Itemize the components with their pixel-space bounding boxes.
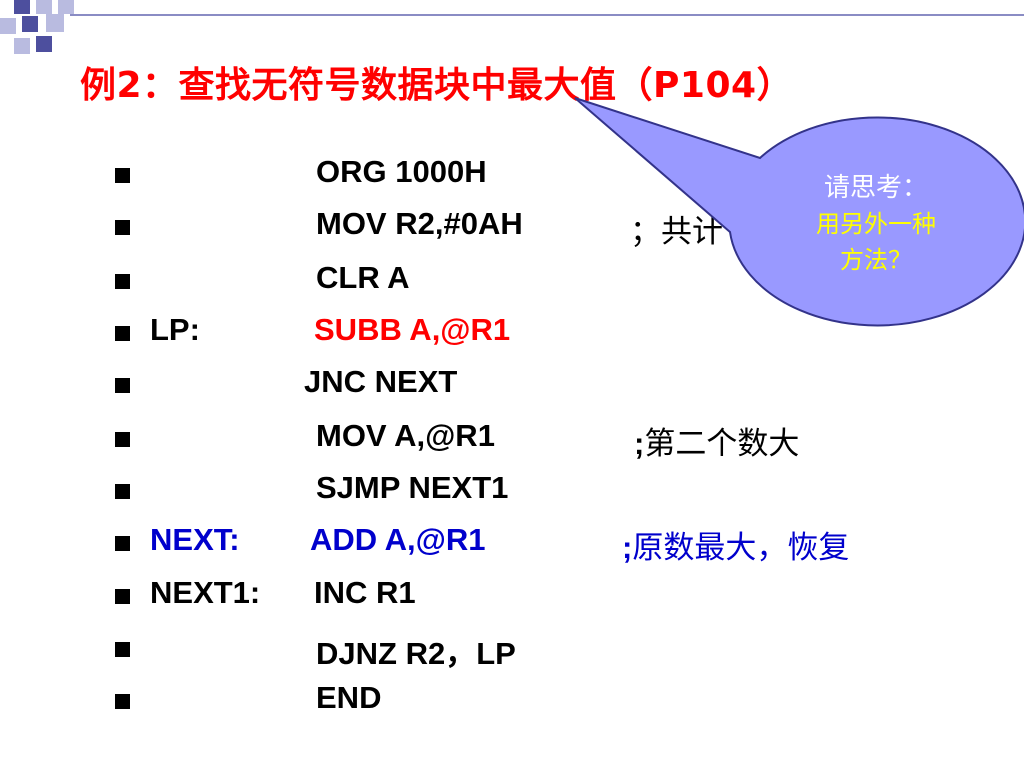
corner-square [14, 0, 30, 14]
code-text: DJNZ R2，LP [316, 636, 516, 671]
code-text: SJMP NEXT1 [316, 470, 509, 505]
code-line: JNC NEXT [0, 364, 1024, 414]
code-label: LP: [150, 312, 200, 347]
bullet-icon [115, 694, 130, 709]
code-text: SUBB A,@R1 [314, 312, 511, 347]
code-label: NEXT1: [150, 575, 261, 610]
code-line: NEXT1: INC R1 [0, 575, 1024, 625]
corner-square [46, 14, 64, 32]
bullet-icon [115, 432, 130, 447]
code-line: ORG 1000H [0, 154, 1024, 204]
corner-square [36, 36, 52, 52]
bullet-icon [115, 168, 130, 183]
corner-square [22, 16, 38, 32]
comment-text: 第二个数大 [644, 426, 800, 462]
bullet-icon [115, 642, 130, 657]
comment-semicolon: ; [634, 426, 645, 461]
callout-shape [574, 97, 1024, 327]
bullet-icon [115, 378, 130, 393]
bullet-icon [115, 589, 130, 604]
comment-semicolon: ; [622, 530, 633, 565]
code-comment: ;原数最大，恢复 [622, 522, 849, 567]
code-line: NEXT: ADD A,@R1 ;原数最大，恢复 [0, 522, 1024, 572]
code-line: MOV A,@R1 ;第二个数大 [0, 418, 1024, 468]
code-label: NEXT: [150, 522, 240, 557]
code-comment: ；共计 [630, 214, 723, 250]
corner-square [14, 38, 30, 54]
corner-square [0, 18, 16, 34]
code-text: INC R1 [314, 575, 416, 610]
code-line: CLR A [0, 260, 1024, 310]
callout-text: 请思考： 用另外一种 方法？ [766, 170, 986, 278]
code-text: MOV R2,#0AH [316, 206, 523, 241]
corner-decoration [0, 0, 90, 60]
code-line: SJMP NEXT1 [0, 470, 1024, 520]
code-line: MOV R2,#0AH ；共计 [0, 206, 1024, 256]
bullet-icon [115, 484, 130, 499]
bullet-icon [115, 220, 130, 235]
code-text: CLR A [316, 260, 410, 295]
code-text: ADD A,@R1 [310, 522, 486, 557]
callout-answer-line2: 方法？ [840, 246, 912, 274]
code-line: LP: SUBB A,@R1 [0, 312, 1024, 362]
code-text: JNC NEXT [304, 364, 458, 399]
corner-square [58, 0, 74, 14]
bullet-icon [115, 536, 130, 551]
callout-question: 请思考： [823, 173, 928, 203]
code-text: END [316, 680, 382, 715]
code-line: DJNZ R2，LP [0, 628, 1024, 678]
callout-answer-line1: 用另外一种 [816, 210, 936, 238]
bullet-icon [115, 274, 130, 289]
header-rule [70, 14, 1024, 16]
comment-text: 原数最大，恢复 [632, 530, 850, 566]
code-comment: ;第二个数大 [634, 418, 799, 463]
bullet-icon [115, 326, 130, 341]
corner-square [36, 0, 52, 14]
code-text: MOV A,@R1 [316, 418, 495, 453]
code-line: END [0, 680, 1024, 730]
code-text: ORG 1000H [316, 154, 487, 189]
slide-title: 例2：查找无符号数据块中最大值（P104） [80, 65, 794, 106]
